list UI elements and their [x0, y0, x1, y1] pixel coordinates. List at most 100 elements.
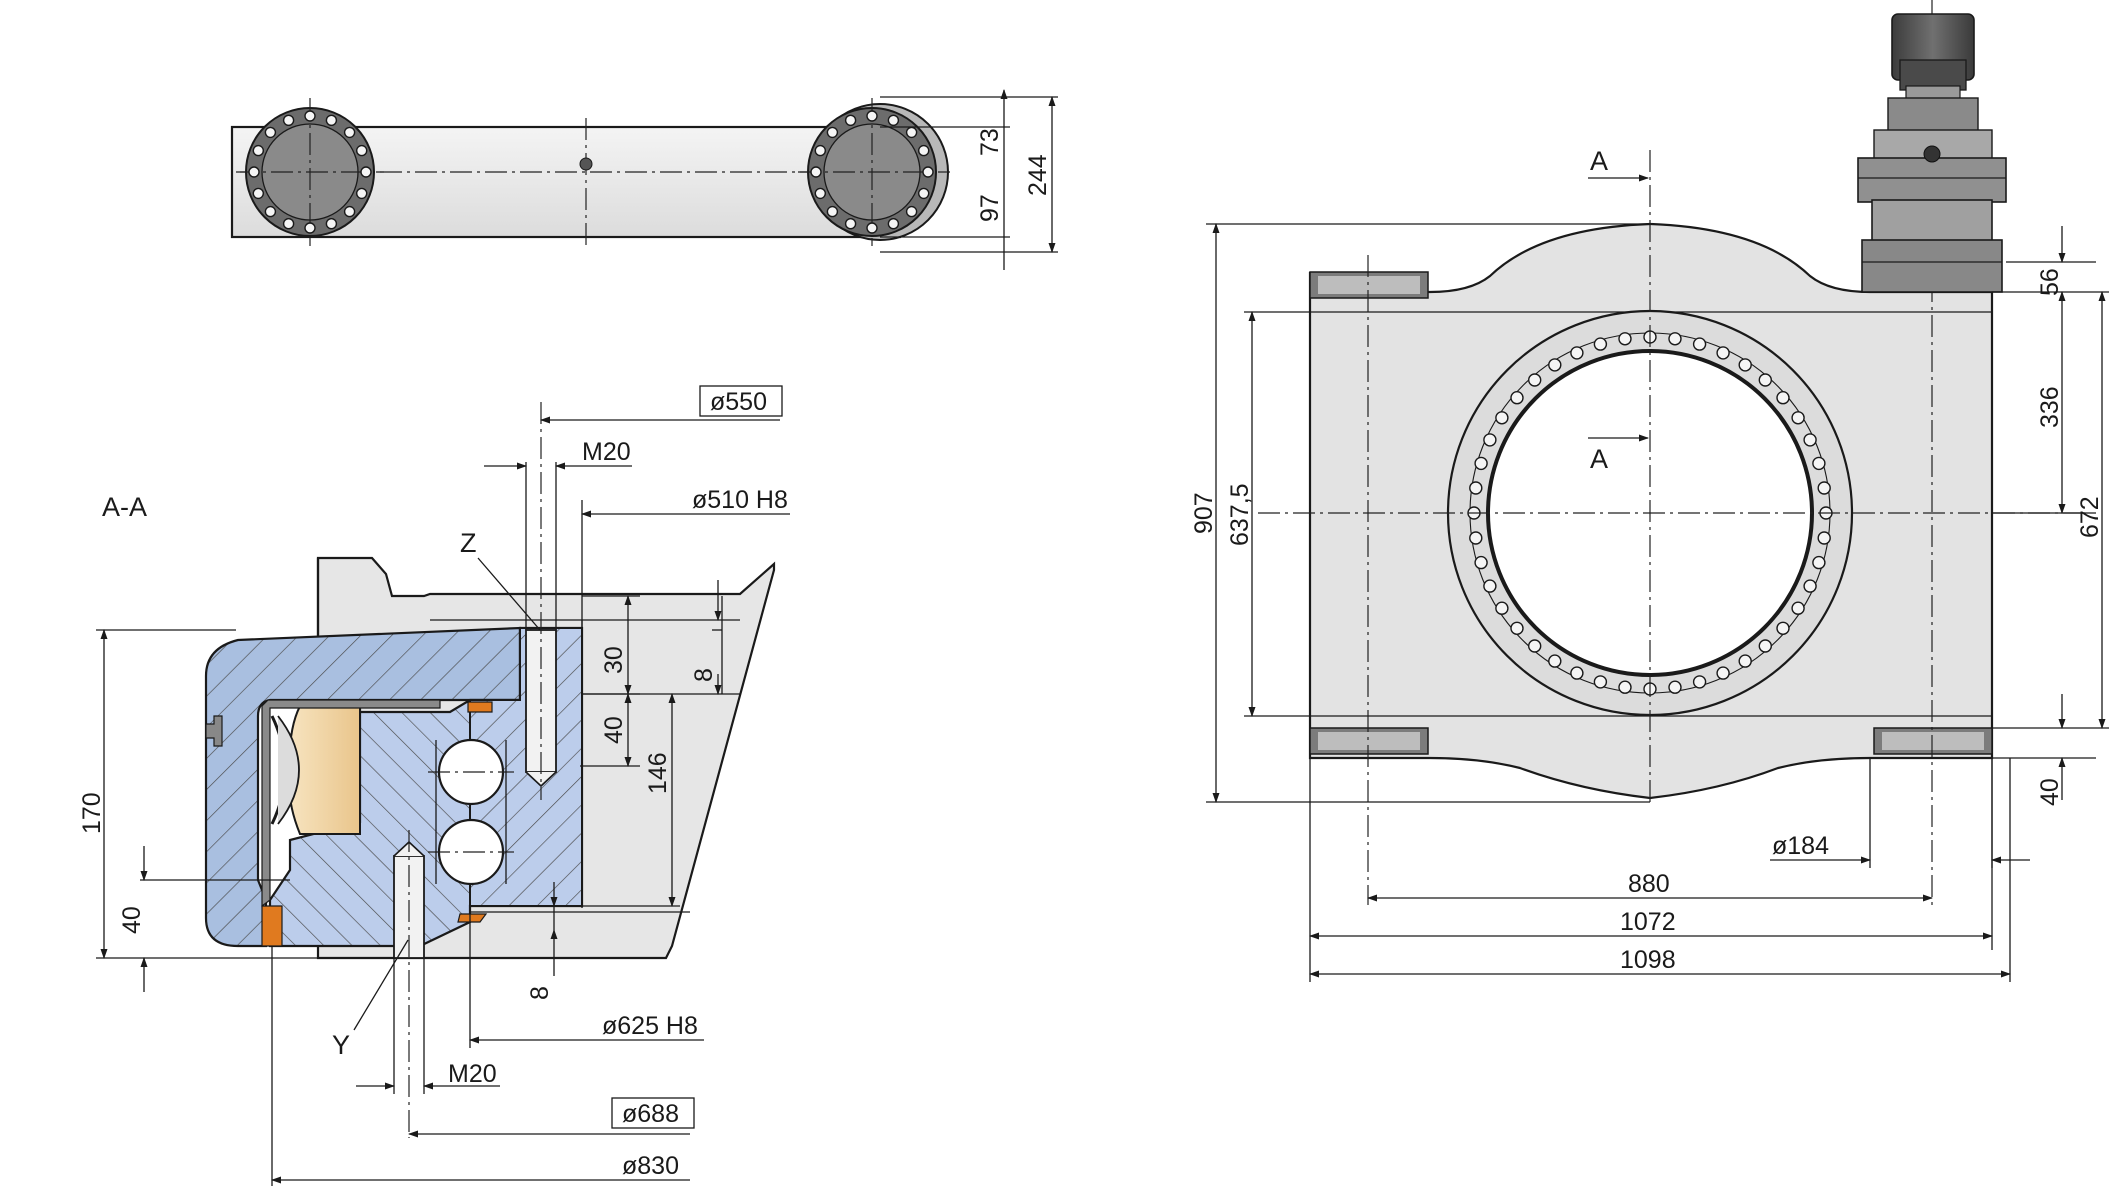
- bolt-hole: [1738, 654, 1752, 668]
- section-outer-housing: [204, 626, 522, 948]
- bolt-hole: [360, 166, 372, 178]
- bolt-hole: [1817, 481, 1831, 495]
- bolt-hole: [1803, 579, 1817, 593]
- bolt-hole: [844, 114, 857, 127]
- dim-m20-bottom: M20: [448, 1060, 497, 1088]
- dim-146: 146: [644, 752, 672, 794]
- dim-56: 56: [2036, 268, 2064, 296]
- cut-label-upper: A: [1590, 146, 1608, 176]
- dim-244: 244: [1024, 154, 1052, 196]
- bolt-hole: [304, 222, 316, 234]
- bolt-hole: [1495, 601, 1509, 615]
- dim-625: ø625 H8: [602, 1012, 698, 1040]
- dim-1072: 1072: [1620, 908, 1676, 936]
- dim-688-box: [611, 1097, 695, 1129]
- bolt-hole: [264, 126, 277, 139]
- bolt-hole: [1527, 639, 1542, 653]
- dim-170: 170: [78, 792, 106, 834]
- bolt-hole: [918, 144, 930, 157]
- bolt-hole: [343, 205, 356, 218]
- bolt-hole: [1469, 531, 1483, 545]
- section-seal-left: [261, 905, 283, 947]
- bolt-hole: [1570, 666, 1584, 680]
- bolt-hole: [1716, 346, 1730, 360]
- dim-688: ø688: [622, 1100, 679, 1128]
- bolt-hole: [905, 205, 918, 218]
- bolt-hole: [1510, 391, 1524, 405]
- bolt-hole: [1758, 639, 1773, 653]
- bolt-hole: [356, 144, 368, 157]
- section-seal-top: [467, 701, 493, 713]
- section-seal-bottom: [457, 913, 488, 923]
- bolt-hole: [264, 205, 277, 218]
- dim-830: ø830: [622, 1152, 679, 1180]
- bolt-hole: [1776, 391, 1790, 405]
- bolt-hole: [1469, 481, 1483, 495]
- bolt-hole: [1791, 411, 1805, 425]
- dim-907: 907: [1190, 492, 1218, 534]
- bolt-hole: [810, 166, 822, 178]
- dim-510: ø510 H8: [692, 486, 788, 514]
- section-grease-nipple: [205, 715, 223, 747]
- dim-97: 97: [976, 194, 1004, 222]
- dim-40-right: 40: [2036, 778, 2064, 806]
- dim-637: 637,5: [1226, 483, 1254, 546]
- top-view-right-flange: [798, 98, 950, 246]
- dim-40-left: 40: [118, 906, 146, 934]
- dim-550-box: [699, 385, 783, 417]
- bolt-hole: [918, 187, 930, 200]
- bolt-hole: [252, 144, 264, 157]
- bolt-hole: [1527, 373, 1542, 387]
- bolt-hole: [325, 217, 338, 230]
- bolt-hole: [1593, 675, 1608, 689]
- label-y: Y: [332, 1030, 350, 1060]
- bolt-hole: [1692, 675, 1707, 689]
- bolt-hole: [343, 126, 356, 139]
- bolt-hole: [905, 126, 918, 139]
- dim-1098: 1098: [1620, 946, 1676, 974]
- dim-672: 672: [2076, 496, 2104, 538]
- top-view: 73 97 244: [230, 89, 1058, 270]
- bolt-hole: [814, 187, 826, 200]
- bolt-hole: [1668, 332, 1682, 346]
- bolt-hole: [304, 110, 316, 122]
- dim-m20-top: M20: [582, 438, 631, 466]
- dim-8-top: 8: [690, 668, 718, 682]
- bolt-hole: [356, 187, 368, 200]
- dim-336: 336: [2036, 386, 2064, 428]
- bolt-hole: [826, 126, 839, 139]
- top-view-bolt-circles: [248, 110, 934, 234]
- bolt-hole: [1483, 433, 1497, 447]
- bolt-hole: [1474, 555, 1488, 570]
- bolt-hole: [1812, 456, 1826, 471]
- bolt-hole: [1776, 621, 1790, 635]
- section-title: A-A: [102, 492, 147, 522]
- bolt-hole: [1812, 555, 1826, 570]
- bolt-hole: [814, 144, 826, 157]
- bolt-hole: [1817, 531, 1831, 545]
- bolt-hole: [248, 166, 260, 178]
- bolt-hole: [1738, 358, 1752, 372]
- front-view: A A 907 637,5 56 336 672 40 ø184: [1190, 0, 2109, 982]
- top-view-left-flange: [236, 98, 384, 246]
- bolt-hole: [1668, 680, 1682, 694]
- bolt-hole: [282, 114, 295, 127]
- bolt-hole: [1618, 680, 1632, 694]
- bolt-hole: [1716, 666, 1730, 680]
- bolt-hole: [1803, 433, 1817, 447]
- label-z: Z: [460, 528, 477, 558]
- bolt-hole: [1570, 346, 1584, 360]
- bolt-hole: [1618, 332, 1632, 346]
- bolt-hole: [1495, 411, 1509, 425]
- section-view: A-A: [78, 385, 790, 1186]
- dim-73: 73: [976, 128, 1004, 156]
- bolt-hole: [1483, 579, 1497, 593]
- bolt-hole: [1510, 621, 1524, 635]
- dim-30: 30: [600, 646, 628, 674]
- dim-550: ø550: [710, 388, 767, 416]
- bolt-hole: [1791, 601, 1805, 615]
- bolt-hole: [1548, 358, 1562, 372]
- dim-184: ø184: [1772, 832, 1829, 860]
- cut-label-lower: A: [1590, 444, 1608, 474]
